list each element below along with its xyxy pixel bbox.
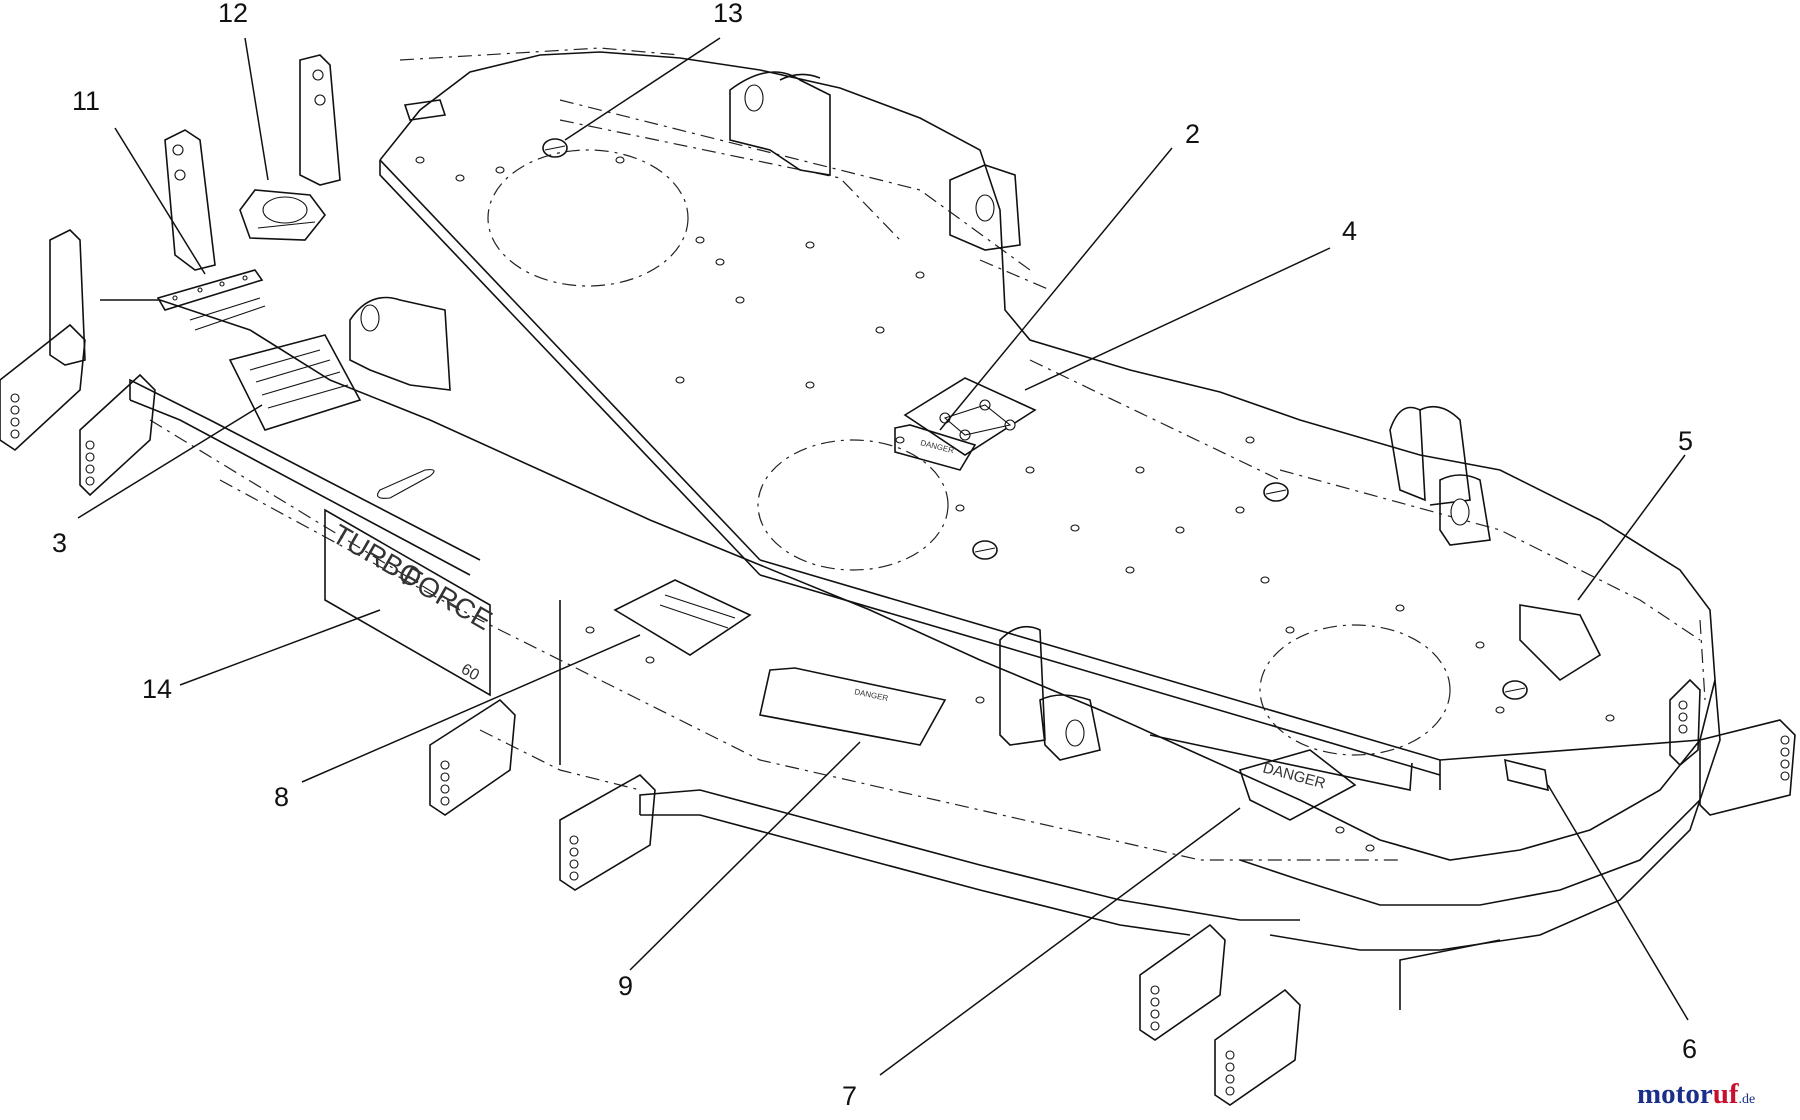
leader-lines: [77, 37, 1689, 1076]
deck-top-outline: [100, 51, 1721, 1010]
decal-11-height-indicator: [156, 269, 264, 311]
decal-5-discharge: [1519, 604, 1602, 682]
leader-6: [1547, 784, 1689, 1021]
blade-openings: [487, 149, 1451, 756]
watermark-brand-main: motor: [1637, 1078, 1713, 1110]
callout-3: 3: [52, 528, 67, 558]
svg-text:motoruf.de: motoruf.de: [1637, 1078, 1755, 1110]
decal-8-warning-label: [613, 579, 752, 656]
force-text: FORCE: [397, 560, 497, 636]
decal-13-cap-label: [403, 99, 447, 121]
motoruf-watermark: motoruf.de: [1637, 1078, 1755, 1110]
callout-12: 12: [218, 0, 248, 28]
deck-slots: [189, 297, 435, 499]
decal-12-pulley-cover: [239, 189, 327, 241]
leader-2: [939, 147, 1173, 431]
leader-3: [77, 404, 263, 519]
callout-9: 9: [618, 971, 633, 1001]
side-brackets: [0, 323, 1796, 1106]
decal-6-small-label: [1504, 758, 1549, 792]
decal-14-turbo-force: TURBO FORCE 60: [324, 508, 497, 697]
deck-size-text: 60: [458, 661, 482, 685]
callout-6: 6: [1682, 1034, 1697, 1064]
leader-14: [179, 609, 381, 686]
leader-7: [879, 807, 1241, 1076]
decal-9-danger-card: DANGER: [759, 667, 947, 746]
leader-13: [564, 37, 721, 141]
callout-14: 14: [142, 674, 172, 704]
decal-7-danger-front: DANGER: [1238, 749, 1357, 821]
callout-11: 11: [72, 86, 100, 116]
leader-12: [244, 37, 269, 181]
callout-13: 13: [713, 0, 743, 28]
watermark-brand-accent: uf: [1713, 1078, 1739, 1110]
decal-3-instruction: [228, 334, 362, 431]
leader-8: [301, 634, 641, 783]
danger-card-text: DANGER: [854, 687, 890, 703]
decal-4-belt-routing: [903, 377, 1037, 456]
callout-5: 5: [1678, 426, 1693, 456]
watermark-brand-suffix: .de: [1738, 1092, 1755, 1107]
leader-9: [629, 741, 861, 971]
deck-holes: [415, 156, 1615, 852]
callout-2: 2: [1185, 119, 1200, 149]
callout-numbers: 2 3 4 5 6 7 8 9 11 12 13 14: [52, 0, 1697, 1111]
hidden-lines: [149, 47, 1706, 861]
leader-5: [1577, 454, 1686, 601]
leader-4: [1024, 247, 1331, 391]
rear-brackets: [49, 54, 1491, 761]
spindle-caps: [542, 138, 1528, 700]
leader-11: [114, 127, 206, 275]
callout-7: 7: [842, 1081, 857, 1111]
callout-4: 4: [1342, 216, 1357, 246]
callout-8: 8: [274, 782, 289, 812]
danger-center-text: DANGER: [920, 438, 956, 455]
